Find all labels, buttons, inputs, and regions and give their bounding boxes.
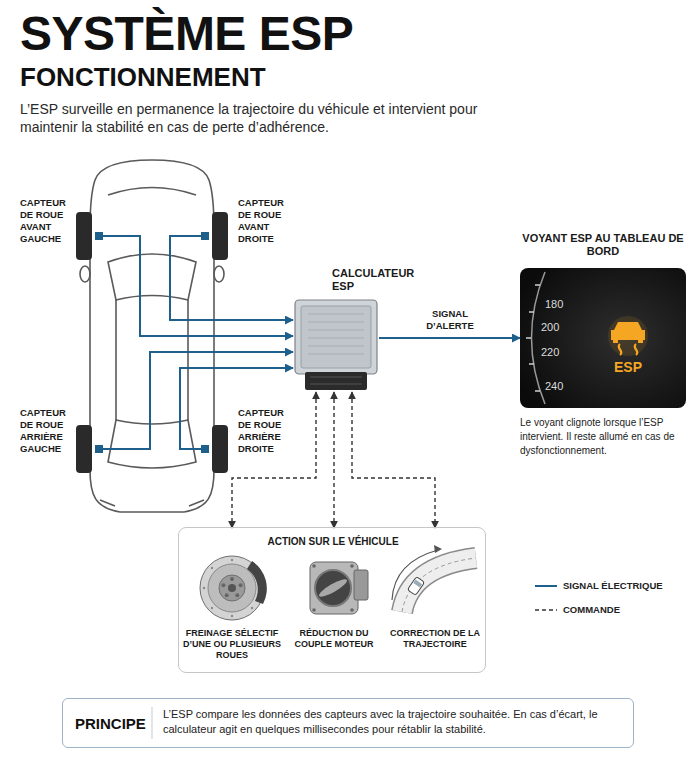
warning-text: ESP [608,359,648,375]
action-box: ACTION SUR LE VÉHICULE FREINAGE SÉLECTIF … [178,527,486,673]
command-line [352,392,435,528]
speed-number: 220 [541,346,559,359]
sensor-label: CAPTEUR DE ROUE AVANT GAUCHE [20,197,74,245]
trajectory-icon [392,545,476,612]
panel-heading: VOYANT ESP AU TABLEAU DE BORD [520,232,686,258]
page-subtitle: FONCTIONNEMENT [20,64,266,90]
connectors [103,236,520,528]
brake-disc-icon [200,556,267,620]
throttle-body-icon [310,562,368,614]
action-label: RÉDUCTION DU COUPLE MOTEUR [284,628,384,650]
action-label: CORRECTION DE LA TRAJECTOIRE [385,628,485,650]
legend-entry: SIGNAL ÉLECTRIQUE [535,580,663,592]
wheel-sensor: CAPTEUR DE ROUE AVANT DROITE [201,232,209,240]
principe-separator [152,707,153,739]
action-label: FREINAGE SÉLECTIF D’UNE OU PLUSIEURS ROU… [181,628,283,661]
action-item: CORRECTION DE LA TRAJECTOIRE [385,528,485,673]
page-title: SYSTÈME ESP [20,10,353,58]
principle-box: PRINCIPE L’ESP compare les données des ca… [62,698,634,748]
dashboard-panel [520,268,686,408]
action-item: RÉDUCTION DU COUPLE MOTEUR [284,528,384,673]
sensor-label: CAPTEUR DE ROUE ARRIÈRE DROITE [238,407,292,455]
speed-number: 240 [545,380,563,393]
action-item: FREINAGE SÉLECTIF D’UNE OU PLUSIEURS ROU… [181,528,283,673]
legend-swatch [535,605,557,615]
legend-swatch [535,581,557,591]
signal-wire [103,236,293,336]
wheel-sensor: CAPTEUR DE ROUE ARRIÈRE GAUCHE [95,445,103,453]
ecu-unit [295,300,377,390]
speed-number: 180 [545,298,563,311]
alert-signal [379,337,520,339]
legend-entry: COMMANDE [535,604,620,616]
wheels [76,212,228,473]
intro-text: L’ESP surveille en permanence la traject… [20,100,525,136]
speed-number: 200 [541,321,559,334]
sensor-label: CAPTEUR DE ROUE AVANT DROITE [238,197,292,245]
command-line [333,392,334,528]
principle-heading: PRINCIPE [75,715,151,733]
wheel-sensor: CAPTEUR DE ROUE AVANT GAUCHE [95,232,103,240]
command-line [232,392,316,528]
dashboard-panel: VOYANT ESP AU TABLEAU DE BORDLe voyant c… [520,268,686,408]
legend-text: SIGNAL ÉLECTRIQUE [563,580,663,592]
action-heading: ACTION SUR LE VÉHICULE [179,536,487,548]
edge-label: SIGNAL D’ALERTE [414,308,486,332]
legend-text: COMMANDE [563,604,620,616]
panel-caption: Le voyant clignote lorsque l’ESP intervi… [520,416,688,458]
sensor-label: CAPTEUR DE ROUE ARRIÈRE GAUCHE [20,407,74,455]
signal-wire [170,236,293,320]
esp-warning-icon [608,316,648,356]
wheel-sensor: CAPTEUR DE ROUE ARRIÈRE DROITE [201,445,209,453]
ecu-box: CALCULATEUR ESP [293,298,379,392]
principle-text: L’ESP compare les données des capteurs a… [163,707,611,737]
ecu-heading: CALCULATEUR ESP [332,267,422,293]
